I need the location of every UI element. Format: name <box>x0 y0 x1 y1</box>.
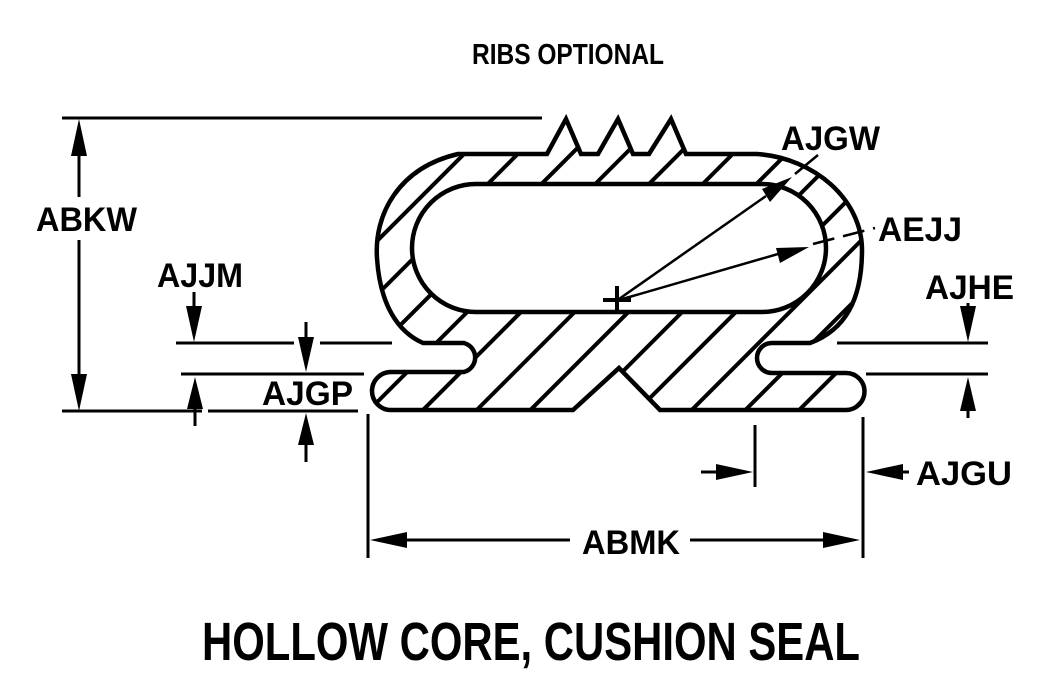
label-abmk: ABMK <box>582 524 680 562</box>
ajgw-leader-line <box>794 154 819 175</box>
dimension-abkw: ABKW <box>36 116 542 413</box>
callout-aejj: AEJJ <box>618 211 962 302</box>
label-ajhe: AJHE <box>925 269 1014 307</box>
seal-cross-section <box>369 113 867 413</box>
ajhe-down-arrowhead <box>960 306 976 342</box>
label-ajgw: AJGW <box>781 120 881 158</box>
ajgw-radius-line <box>618 194 767 301</box>
hollow-core-cavity <box>409 181 829 315</box>
aejj-radius-line <box>618 252 779 302</box>
abkw-up-arrowhead <box>71 119 87 156</box>
aejj-leader-line <box>812 226 876 246</box>
ajgw-arrowhead <box>762 177 792 202</box>
drawing-caption: HOLLOW CORE, CUSHION SEAL <box>202 612 860 672</box>
aejj-arrowhead <box>776 247 809 263</box>
ribs-optional-note: RIBS OPTIONAL <box>472 39 664 71</box>
label-ajjm: AJJM <box>157 257 243 295</box>
ajgp-up-arrowhead <box>298 413 314 445</box>
ajgu-left-arrowhead <box>866 464 903 480</box>
abmk-left-arrowhead <box>370 532 407 548</box>
label-abkw: ABKW <box>36 201 138 239</box>
dimension-ajhe: AJHE <box>837 269 1014 418</box>
dimension-ajgu: AJGU <box>701 417 1012 558</box>
abkw-down-arrowhead <box>71 374 87 411</box>
label-aejj: AEJJ <box>878 211 962 249</box>
abmk-right-arrowhead <box>823 532 860 548</box>
label-ajgu: AJGU <box>916 455 1012 493</box>
dimension-ajgp: AJGP <box>181 322 364 462</box>
ajgu-right-arrowhead <box>716 464 753 480</box>
dimension-ajjm: AJJM <box>157 257 392 426</box>
center-mark <box>603 286 631 314</box>
label-ajgp: AJGP <box>262 375 353 413</box>
callout-ajgw: AJGW <box>618 120 881 301</box>
ajjm-up-arrowhead <box>187 377 203 409</box>
ajhe-up-arrowhead <box>960 377 976 411</box>
dimension-abmk: ABMK <box>366 414 860 562</box>
ajjm-down-arrowhead <box>186 306 202 342</box>
ajgp-down-arrowhead <box>298 337 314 372</box>
